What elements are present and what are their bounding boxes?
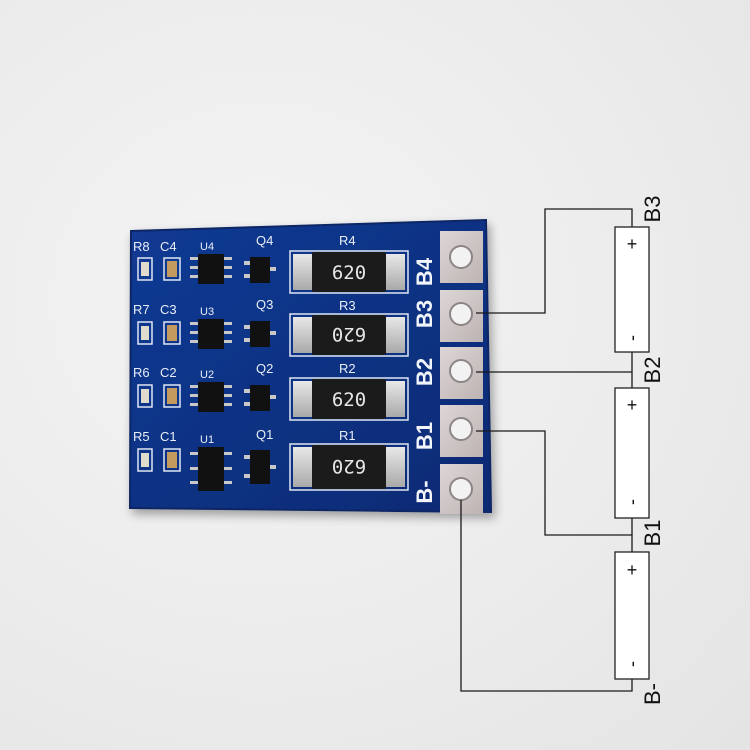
load-resistor-label: R4 <box>339 233 356 248</box>
load-resistor-label: R2 <box>339 361 356 376</box>
transistor <box>250 321 270 347</box>
component-row: R6 C2 U2 Q2 R2 620 B2 <box>133 347 483 421</box>
node-label-bottom: B- <box>640 683 665 705</box>
load-resistor-outline <box>289 313 409 357</box>
load-resistor-outline <box>289 377 409 421</box>
load-resistor-value: 620 <box>332 455 366 477</box>
capacitor <box>167 388 177 404</box>
transistor <box>250 385 270 411</box>
load-resistor <box>312 445 386 489</box>
capacitor <box>167 261 177 277</box>
transistor-label: Q4 <box>256 233 273 248</box>
ic-label: U1 <box>200 434 214 446</box>
smd-resistor <box>141 453 149 467</box>
capacitor-outline <box>163 321 181 345</box>
cell-minus: - <box>622 661 642 667</box>
capacitor-label: C4 <box>160 239 177 254</box>
wiring-schematic: + - + - + - B3 B2 B1 <box>460 196 665 705</box>
ic-chip <box>198 254 224 284</box>
load-resistor-outline <box>289 250 409 294</box>
pad-label: B2 <box>412 358 437 386</box>
capacitor <box>167 452 177 468</box>
component-rows: R8 C4 U4 Q4 R4 620 B4 <box>133 231 483 514</box>
wire-b1 <box>476 430 633 536</box>
pad-hole <box>449 245 473 269</box>
load-resistor <box>312 315 386 355</box>
load-resistor-label: R3 <box>339 298 356 313</box>
pad-hole <box>449 417 473 441</box>
transistor <box>250 450 270 484</box>
cell-plus: + <box>627 234 638 254</box>
load-resistor-value: 620 <box>332 389 366 411</box>
wire-b2 <box>476 352 633 373</box>
node-label-top: B3 <box>640 196 665 223</box>
node-label-upper-mid: B2 <box>640 357 665 384</box>
cell-minus: - <box>622 499 642 505</box>
capacitor <box>167 325 177 341</box>
component-row: R7 C3 U3 Q3 R3 620 B3 <box>133 290 483 357</box>
capacitor-outline <box>163 257 181 281</box>
load-resistor-label: R1 <box>339 428 356 443</box>
capacitor-label: C1 <box>160 429 177 444</box>
capacitor-outline <box>163 384 181 408</box>
load-resistor-value: 620 <box>332 262 366 284</box>
smd-resistor <box>141 326 149 340</box>
pad-hole <box>449 302 473 326</box>
load-resistor-outline <box>289 443 409 491</box>
battery-cell: + - <box>614 226 650 353</box>
capacitor-outline <box>163 448 181 472</box>
smd-resistor <box>141 262 149 276</box>
smd-resistor-outline <box>137 448 153 472</box>
load-resistor <box>312 252 386 292</box>
capacitor-label: C2 <box>160 365 177 380</box>
resistor-label: R6 <box>133 365 150 380</box>
resistor-label: R7 <box>133 302 150 317</box>
smd-resistor <box>141 389 149 403</box>
smd-resistor-outline <box>137 384 153 408</box>
smd-resistor-outline <box>137 321 153 345</box>
wire-b3 <box>476 208 633 314</box>
ic-label: U3 <box>200 306 214 318</box>
cell-minus: - <box>622 335 642 341</box>
ic-chip <box>198 447 224 491</box>
cell-plus: + <box>627 560 638 580</box>
node-label-lower-mid: B1 <box>640 520 665 547</box>
pad-hole <box>449 477 473 501</box>
transistor-label: Q1 <box>256 427 273 442</box>
battery-cell: + - <box>614 551 650 680</box>
capacitor-label: C3 <box>160 302 177 317</box>
transistor <box>250 257 270 283</box>
transistor-label: Q3 <box>256 297 273 312</box>
component-row: R5 C1 U1 Q1 R1 620 B1 <box>133 405 483 491</box>
smd-resistor-outline <box>137 257 153 281</box>
cell-plus: + <box>627 395 638 415</box>
battery-cell: + - <box>614 387 650 519</box>
load-resistor-value: 620 <box>332 323 366 345</box>
resistor-label: R8 <box>133 239 150 254</box>
pad-label: B4 <box>412 257 437 286</box>
ic-chip <box>198 319 224 349</box>
pad-label: B3 <box>412 300 437 328</box>
component-row: R8 C4 U4 Q4 R4 620 B4 <box>133 231 483 294</box>
transistor-label: Q2 <box>256 361 273 376</box>
ic-label: U2 <box>200 369 214 381</box>
load-resistor <box>312 379 386 419</box>
pad-hole <box>449 359 473 383</box>
ground-pad-label: B- <box>412 480 437 503</box>
ic-label: U4 <box>200 241 214 253</box>
wire-bminus <box>460 500 633 692</box>
ic-chip <box>198 382 224 412</box>
pad-label: B1 <box>412 422 437 450</box>
resistor-label: R5 <box>133 429 150 444</box>
